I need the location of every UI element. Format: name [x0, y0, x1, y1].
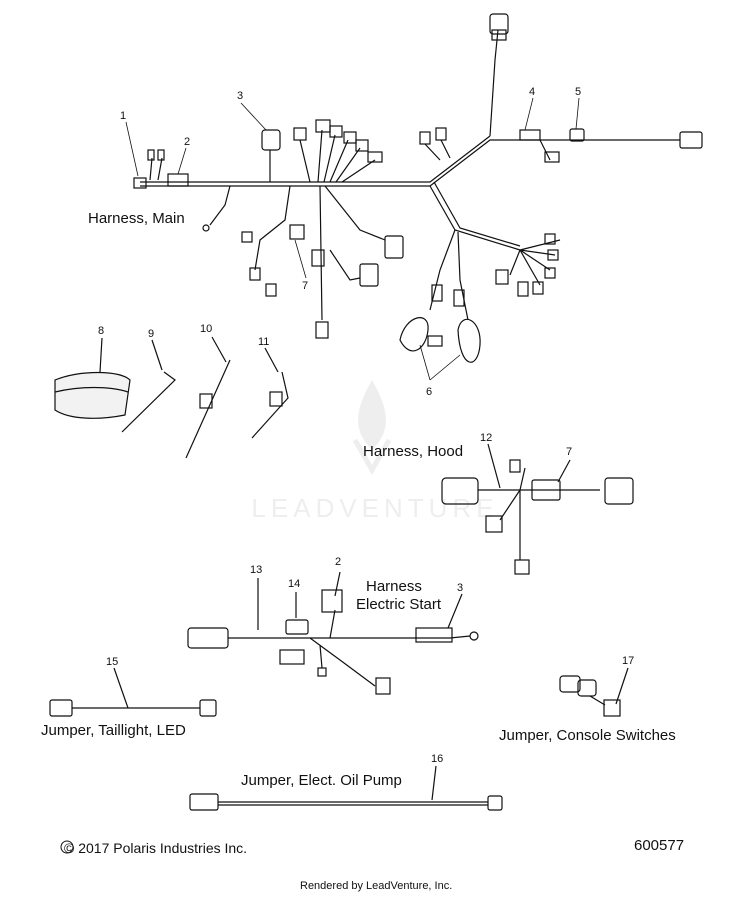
copyright-text: © 2017 Polaris Industries Inc. — [64, 840, 248, 856]
callout-3-start: 3 — [457, 582, 464, 594]
diagram-number: 600577 — [634, 837, 685, 854]
callout-9: 9 — [148, 328, 155, 340]
callout-leaders-main — [125, 97, 580, 381]
callout-16: 16 — [431, 753, 444, 765]
rendered-by: Rendered by LeadVenture, Inc. — [300, 880, 453, 892]
callout-10: 10 — [200, 323, 213, 335]
copyright-symbol-icon — [60, 840, 74, 854]
label-harness-electric-start-1: Harness — [366, 578, 422, 595]
callout-11: 11 — [258, 336, 270, 348]
callout-1: 1 — [120, 110, 127, 122]
callout-6: 6 — [426, 386, 433, 398]
callout-7-hood: 7 — [566, 446, 573, 458]
harness-main — [133, 13, 703, 363]
label-harness-main: Harness, Main — [88, 210, 185, 227]
callout-2-start: 2 — [335, 556, 342, 568]
callout-8: 8 — [98, 325, 105, 337]
leadventure-watermark: LEADVENTURE — [251, 380, 498, 523]
callout-12: 12 — [480, 432, 493, 444]
callout-3: 3 — [237, 90, 244, 102]
callout-7-main: 7 — [302, 280, 309, 292]
callout-14: 14 — [288, 578, 301, 590]
label-harness-electric-start-2: Electric Start — [356, 596, 442, 613]
callout-2: 2 — [184, 136, 191, 148]
callout-4: 4 — [529, 86, 536, 98]
label-jumper-taillight: Jumper, Taillight, LED — [41, 722, 186, 739]
harness-hood — [441, 443, 634, 575]
label-harness-hood: Harness, Hood — [363, 443, 464, 460]
jumper-console — [559, 667, 629, 717]
harness-electric-start — [187, 571, 479, 695]
callout-5: 5 — [575, 86, 582, 98]
label-jumper-oil-pump: Jumper, Elect. Oil Pump — [241, 772, 402, 789]
jumper-oil-pump — [189, 765, 503, 811]
callout-17: 17 — [622, 655, 635, 667]
jumper-taillight — [49, 667, 217, 717]
loose-parts — [54, 336, 289, 459]
label-jumper-console: Jumper, Console Switches — [499, 727, 676, 744]
callout-15: 15 — [106, 656, 119, 668]
callout-13: 13 — [250, 564, 263, 576]
svg-text:LEADVENTURE: LEADVENTURE — [251, 493, 498, 523]
